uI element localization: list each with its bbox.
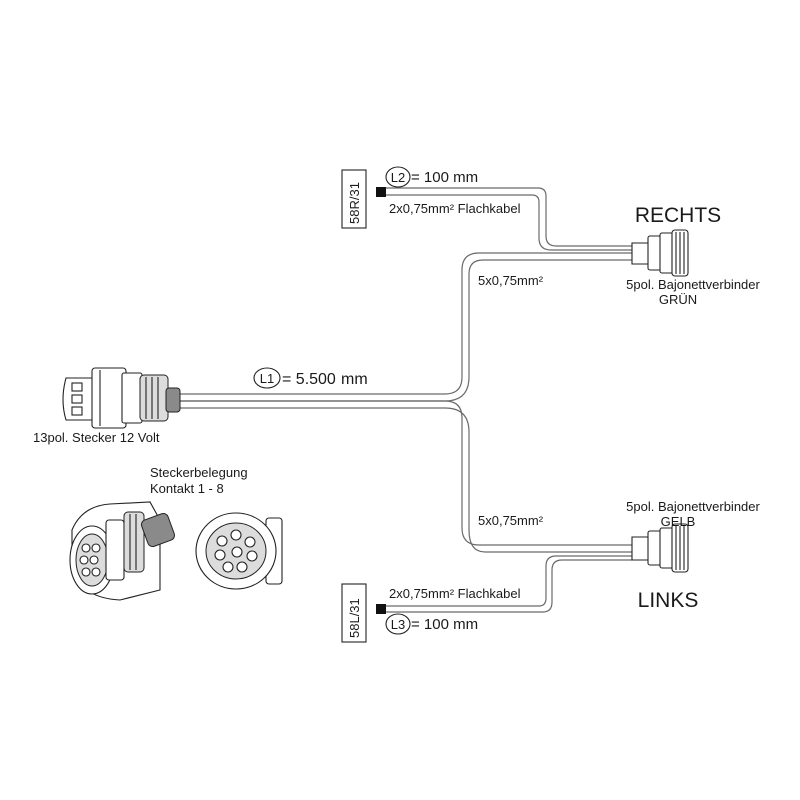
l1-unit: mm (341, 371, 368, 388)
l1-marker: L1 (260, 371, 274, 386)
pin-assignment-plug-side (69, 501, 176, 601)
lower-branch-wire (386, 544, 632, 613)
pin-assignment-title: Steckerbelegung (150, 465, 248, 480)
pin-assignment-subtitle: Kontakt 1 - 8 (150, 481, 224, 496)
l2-value: = 100 mm (411, 169, 478, 186)
rechts-label: RECHTS (635, 204, 721, 227)
upper-branch-wire-label: 5x0,75mm² (478, 273, 544, 288)
l3-value: = 100 mm (411, 616, 478, 633)
l1-value: = 5.500 (282, 371, 336, 388)
lower-branch-wire-label: 5x0,75mm² (478, 513, 544, 528)
plug-13pin (62, 367, 181, 429)
l2-marker-circle (385, 166, 411, 188)
left-connector-color: GELB (661, 514, 696, 529)
l2-marker: L2 (391, 170, 405, 185)
main-cable (180, 252, 548, 553)
right-connector-color: GRÜN (659, 292, 697, 307)
l3-marker-circle (385, 613, 411, 635)
right-connector-label: 5pol. Bajonettverbinder (626, 277, 760, 292)
l3-marker: L3 (391, 617, 405, 632)
ground-terminal-bottom (341, 583, 386, 643)
ground-terminal-top (341, 169, 386, 229)
plug-label: 13pol. Stecker 12 Volt (33, 430, 160, 445)
connector-links (631, 523, 689, 573)
l1-marker-circle (253, 367, 281, 389)
top-flat-cable-label: 2x0,75mm² Flachkabel (389, 201, 521, 216)
upper-branch-wire (386, 187, 632, 261)
top-terminal-tag: 58R/31 (347, 182, 362, 224)
left-connector-label: 5pol. Bajonettverbinder (626, 499, 760, 514)
bottom-terminal-tag: 58L/31 (347, 598, 362, 638)
links-label: LINKS (638, 589, 699, 612)
connector-rechts (631, 229, 689, 277)
pin-assignment-socket-front (195, 512, 283, 590)
bottom-flat-cable-label: 2x0,75mm² Flachkabel (389, 586, 521, 601)
